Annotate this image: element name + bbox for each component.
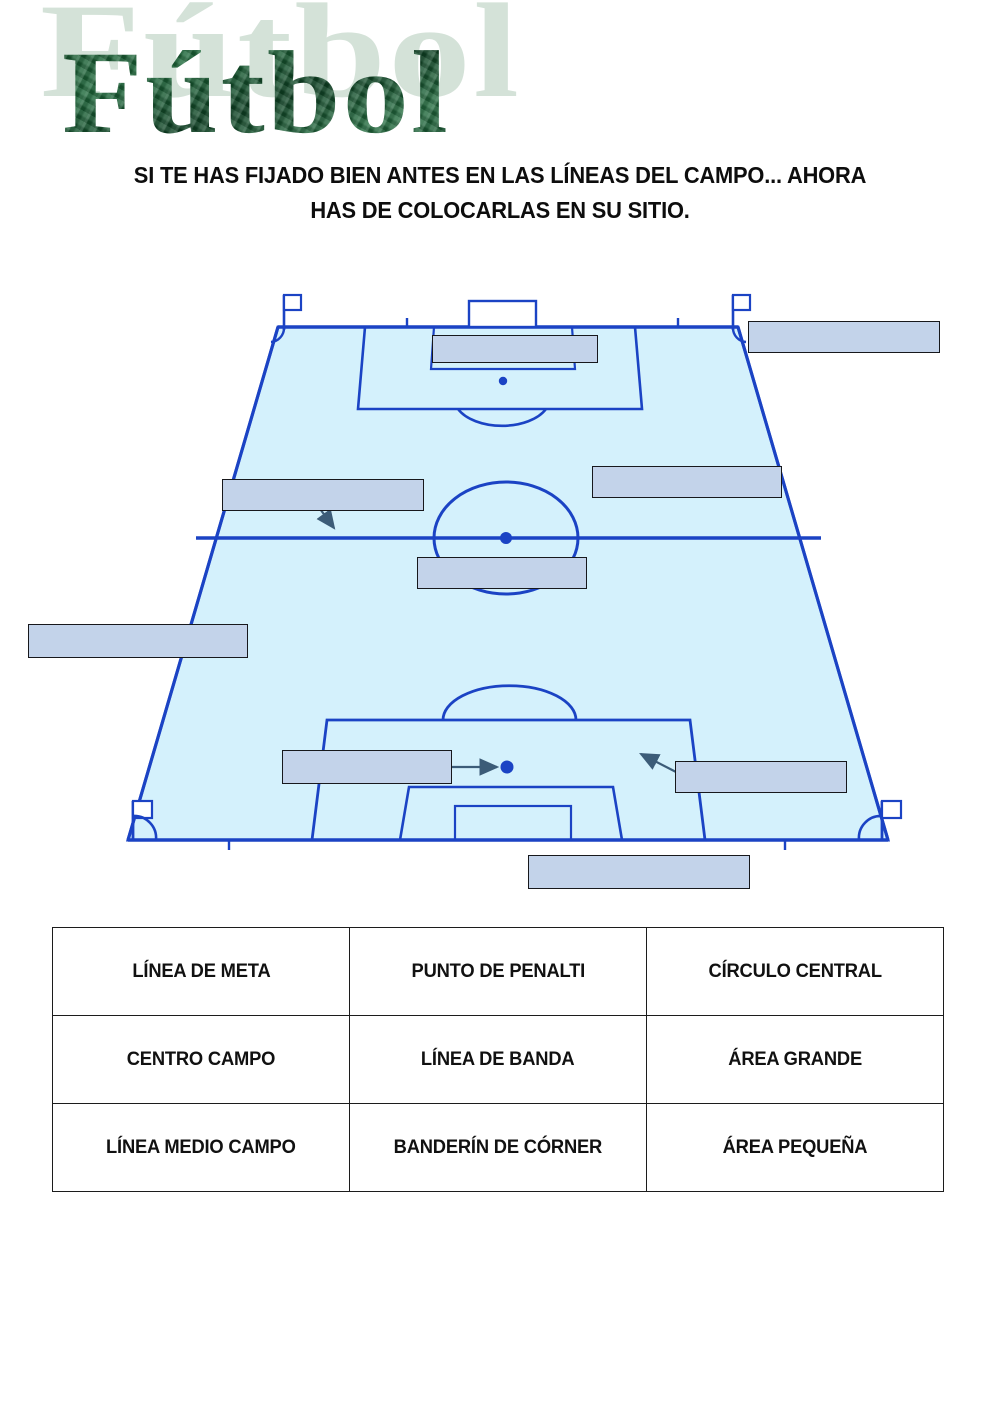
answer-box-left-sideline[interactable] [28, 624, 248, 658]
centre-circle [432, 480, 580, 596]
word-bank-cell-1-0[interactable]: CENTRO CAMPO [52, 1015, 350, 1104]
title-area: Fútbol Fútbol [0, 0, 1000, 158]
arrow-to-penalty-area [639, 752, 679, 774]
goal-top [467, 299, 538, 329]
sideline-left [126, 326, 280, 841]
word-bank-cell-1-2[interactable]: ÁREA GRANDE [646, 1015, 944, 1104]
word-bank-label: LÍNEA MEDIO CAMPO [106, 1136, 296, 1158]
word-bank-label: ÁREA PEQUEÑA [722, 1136, 868, 1158]
word-bank-cell-1-1[interactable]: LÍNEA DE BANDA [349, 1015, 647, 1104]
instruction-text: SI TE HAS FIJADO BIEN ANTES EN LAS LÍNEA… [91, 158, 909, 228]
word-bank-label: ÁREA GRANDE [728, 1048, 862, 1070]
word-bank-cell-2-1[interactable]: BANDERÍN DE CÓRNER [349, 1103, 647, 1192]
word-bank-label: CENTRO CAMPO [126, 1048, 276, 1070]
answer-box-bottom-penalty-spot[interactable] [282, 750, 452, 784]
penalty-spot-top [498, 376, 508, 386]
answer-box-bottom-goal-line[interactable] [528, 855, 750, 889]
instruction-line-2: HAS DE COLOCARLAS EN SU SITIO. [310, 197, 690, 223]
word-bank-cell-2-0[interactable]: LÍNEA MEDIO CAMPO [52, 1103, 350, 1192]
word-bank-label: BANDERÍN DE CÓRNER [393, 1136, 603, 1158]
word-bank-table: LÍNEA DE META PUNTO DE PENALTI CÍRCULO C… [52, 927, 944, 1192]
instruction-line-1: SI TE HAS FIJADO BIEN ANTES EN LAS LÍNEA… [133, 162, 867, 188]
corner-flag-top-right [731, 293, 752, 344]
word-bank-label: PUNTO DE PENALTI [411, 960, 585, 982]
centre-spot [500, 532, 512, 544]
word-bank-cell-2-2[interactable]: ÁREA PEQUEÑA [646, 1103, 944, 1192]
goal-area-bottom [398, 785, 624, 842]
word-bank-label: CÍRCULO CENTRAL [708, 960, 882, 982]
table-row: LÍNEA DE META PUNTO DE PENALTI CÍRCULO C… [52, 927, 944, 1016]
table-row: CENTRO CAMPO LÍNEA DE BANDA ÁREA GRANDE [52, 1015, 944, 1104]
answer-box-center-right[interactable] [592, 466, 782, 498]
page-title: Fútbol [62, 27, 450, 158]
penalty-area-bottom [310, 718, 707, 842]
answer-box-center-left[interactable] [222, 479, 424, 511]
table-row: LÍNEA MEDIO CAMPO BANDERÍN DE CÓRNER ÁRE… [52, 1103, 944, 1192]
word-bank-label: LÍNEA DE META [131, 960, 271, 982]
answer-box-bottom-right-area[interactable] [675, 761, 847, 793]
word-bank-label: LÍNEA DE BANDA [421, 1048, 575, 1070]
corner-flag-bottom-left [131, 799, 158, 841]
answer-box-top-goal-area[interactable] [432, 335, 598, 363]
word-bank-cell-0-0[interactable]: LÍNEA DE META [52, 927, 350, 1016]
penalty-arc-top [456, 408, 548, 428]
penalty-spot-bottom [500, 760, 514, 774]
corner-flag-bottom-right [857, 799, 903, 841]
word-bank-cell-0-1[interactable]: PUNTO DE PENALTI [349, 927, 647, 1016]
answer-box-top-right[interactable] [748, 321, 940, 353]
sideline-right [736, 326, 890, 841]
corner-flag-top-left [270, 293, 303, 344]
soccer-pitch-diagram [125, 293, 903, 850]
penalty-arc-bottom [441, 684, 578, 721]
answer-box-center-circle[interactable] [417, 557, 587, 589]
goal-bottom [453, 804, 573, 842]
word-bank-cell-0-2[interactable]: CÍRCULO CENTRAL [646, 927, 944, 1016]
